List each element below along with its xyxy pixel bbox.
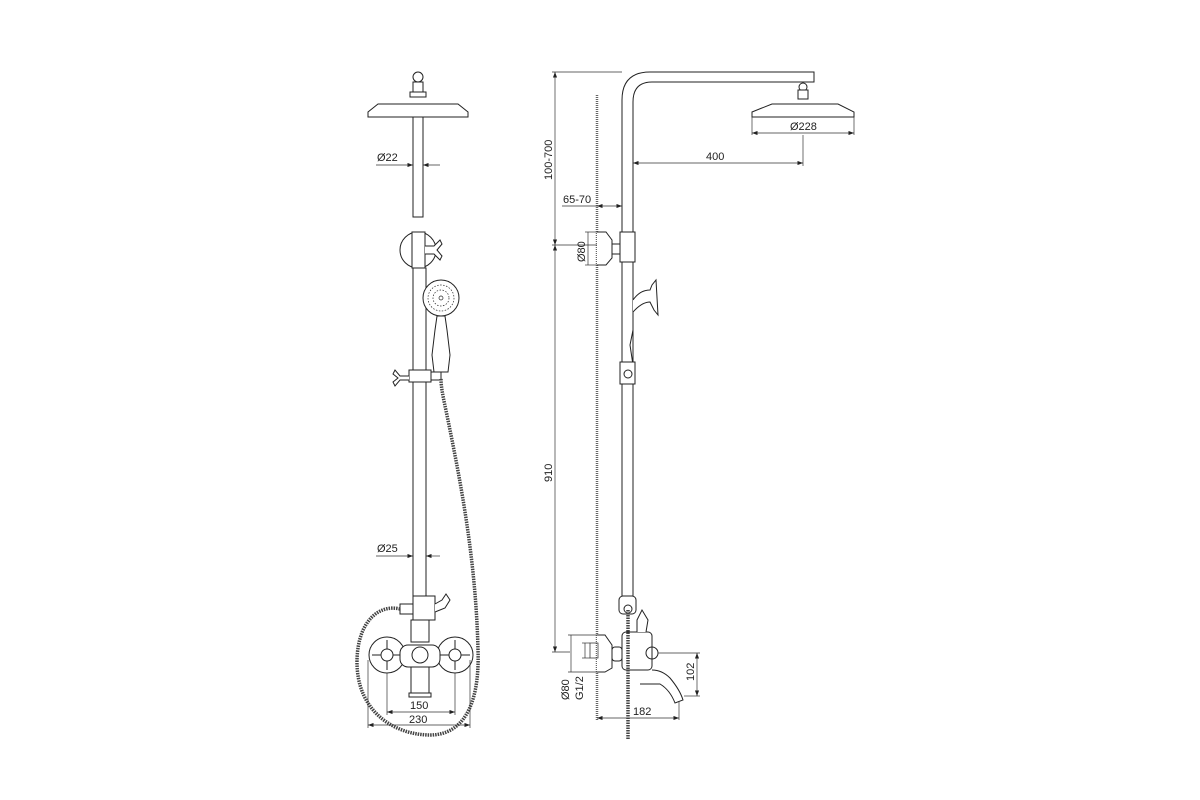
shower-arm-side — [621, 71, 815, 240]
label-100-700: 100-700 — [543, 140, 555, 180]
label-102: 102 — [685, 663, 697, 681]
label-d80-mixer: Ø80 — [560, 679, 572, 700]
dim-400: 400 — [633, 135, 804, 166]
dim-d25: Ø25 — [376, 543, 440, 559]
wall-bracket-side — [597, 231, 636, 266]
diverter-front — [399, 231, 443, 269]
dim-d228: Ø228 — [752, 121, 854, 136]
label-d25: Ø25 — [377, 543, 398, 555]
label-230: 230 — [409, 714, 427, 726]
dim-182: 182 — [597, 702, 680, 721]
riser-pipe-side — [621, 261, 634, 603]
rain-shower-head-front — [367, 71, 469, 118]
mixer-front — [368, 593, 474, 698]
dim-102: 102 — [658, 652, 700, 697]
label-65-70: 65-70 — [563, 194, 591, 206]
label-d80-bracket: Ø80 — [576, 241, 588, 262]
label-d22: Ø22 — [377, 152, 398, 164]
upper-pipe — [412, 116, 424, 218]
lower-pipe — [412, 267, 427, 609]
dim-d22: Ø22 — [376, 152, 440, 168]
dim-d80-mixer: Ø80 — [560, 634, 597, 700]
label-182: 182 — [633, 706, 651, 718]
label-g12: G1/2 — [574, 676, 586, 700]
label-910: 910 — [543, 464, 555, 482]
dim-100-700: 100-700 — [543, 71, 622, 246]
dim-d80-bracket: Ø80 — [576, 231, 597, 266]
label-400: 400 — [706, 151, 724, 163]
dim-65-70: 65-70 — [562, 194, 622, 209]
dim-230: 230 — [367, 660, 471, 728]
label-150: 150 — [410, 700, 428, 712]
dim-910: 910 — [543, 245, 570, 653]
side-view: 100-700 65-70 Ø80 400 Ø228 910 — [543, 71, 855, 740]
hose-holder-side — [629, 278, 659, 366]
slider-side — [619, 361, 636, 385]
rain-shower-head-side — [751, 82, 855, 135]
label-d228: Ø228 — [790, 121, 817, 133]
slider-front — [392, 369, 442, 387]
front-view: Ø22 Ø25 150 230 — [355, 71, 480, 737]
dim-g12: G1/2 — [574, 642, 590, 700]
hand-shower-front — [422, 279, 460, 373]
dim-150: 150 — [386, 673, 456, 715]
mixer-side — [589, 595, 684, 704]
